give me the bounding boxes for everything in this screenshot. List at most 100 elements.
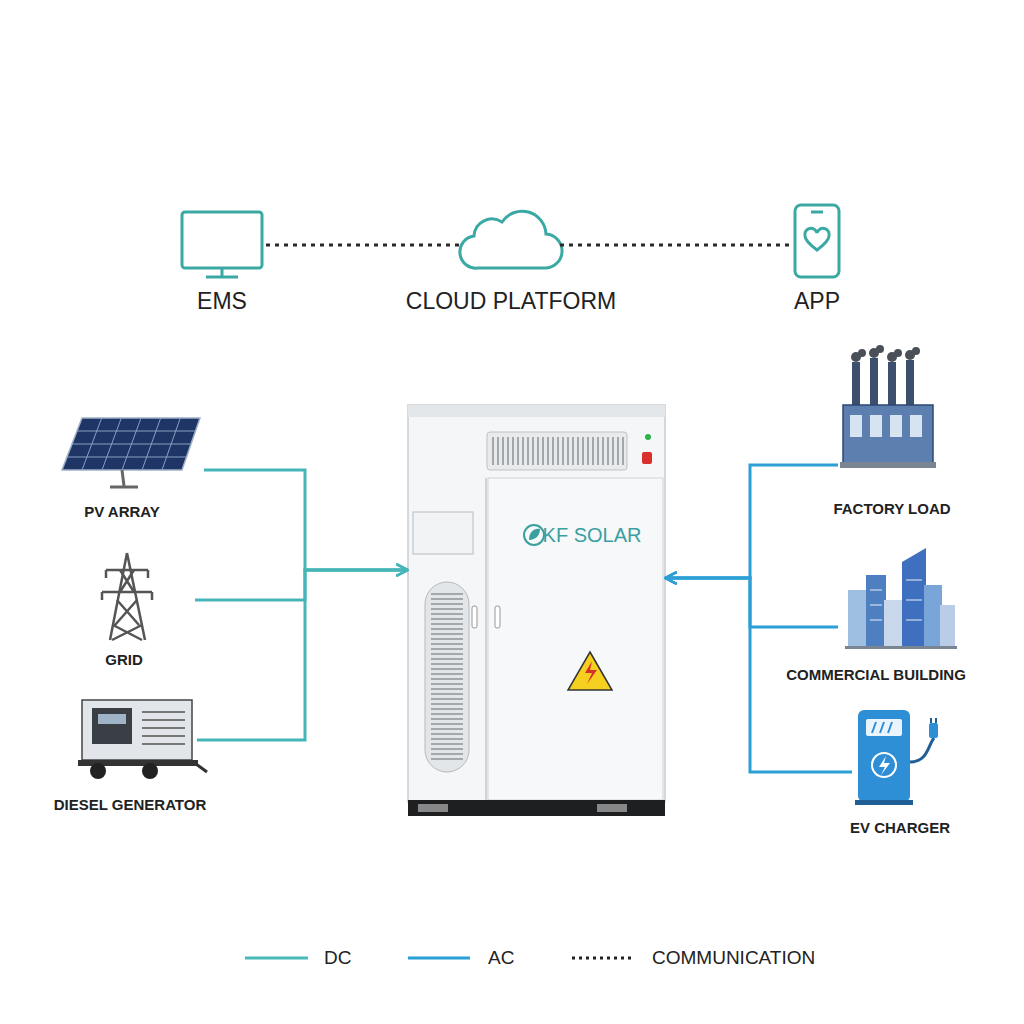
commercial-building-icon-part [884, 600, 902, 648]
battery-cabinet-part [568, 652, 612, 690]
battery-cabinet [408, 405, 665, 816]
node-label: FACTORY LOAD [833, 500, 950, 517]
battery-cabinet-part-part [431, 723, 463, 725]
communication-link [266, 244, 462, 247]
factory-icon-part [870, 358, 878, 407]
factory-icon-part [840, 462, 936, 468]
dc-power-line [204, 470, 408, 570]
battery-cabinet-part [408, 800, 665, 816]
diesel-generator-icon-part [142, 712, 185, 744]
node-label: EV CHARGER [850, 819, 950, 836]
diesel-generator-icon-part [196, 764, 207, 772]
battery-cabinet-part-part [577, 437, 579, 465]
battery-cabinet-part [597, 804, 627, 812]
transmission-tower-icon-part [102, 570, 152, 600]
transmission-tower-icon-part [110, 553, 145, 640]
battery-cabinet-part-part [431, 758, 463, 760]
legend-label: DC [324, 947, 351, 969]
ev-charger-icon-part [866, 719, 902, 736]
battery-cabinet-part [431, 594, 463, 759]
battery-cabinet-part-part [431, 748, 463, 750]
dc-power-line [197, 570, 408, 740]
factory-icon-part-part [912, 347, 920, 355]
battery-cabinet-part-part [602, 437, 604, 465]
battery-cabinet-part-part [431, 613, 463, 615]
battery-cabinet-part-part [537, 437, 539, 465]
cloud-icon [460, 211, 562, 268]
battery-cabinet-part-part [431, 628, 463, 630]
battery-cabinet-part-part [547, 437, 549, 465]
pv-panel-icon-part [67, 418, 196, 470]
pv-panel-icon-part-part [162, 418, 180, 470]
monitor-icon-part [206, 276, 238, 279]
battery-cabinet-part-part [431, 638, 463, 640]
battery-cabinet-part [425, 582, 469, 772]
battery-cabinet-part-part [512, 437, 514, 465]
monitor-icon-part [182, 212, 262, 268]
pv-panel-icon-part-part [102, 418, 121, 470]
ac-line-sample [408, 957, 470, 960]
battery-cabinet-part [408, 405, 665, 802]
diesel-generator-icon-part [82, 700, 192, 760]
transmission-tower-icon-part [102, 570, 152, 592]
factory-icon-part [852, 362, 860, 407]
battery-cabinet-part [585, 661, 597, 684]
dc-power-line [195, 570, 408, 600]
pv-panel-icon-part [110, 486, 138, 489]
battery-cabinet-part-part [592, 437, 594, 465]
battery-cabinet-part-part [431, 623, 463, 625]
commercial-building-icon-part [924, 585, 942, 648]
pv-panel-icon-part-part [142, 418, 161, 470]
battery-cabinet-part-part [622, 437, 624, 465]
ev-charger-icon-part [929, 723, 938, 738]
battery-cabinet-part [642, 452, 652, 464]
battery-cabinet-part-part [527, 437, 529, 465]
ev-charger-icon-part [930, 718, 932, 723]
phone-icon-part [811, 211, 823, 214]
cabinet-node: KF SOLAR [408, 405, 665, 817]
battery-cabinet-part [493, 437, 623, 465]
diesel-generator-icon-part-part [142, 719, 185, 721]
battery-cabinet-part-part [497, 437, 499, 465]
icon-node: PV ARRAY [56, 414, 204, 494]
battery-cabinet-part-part [522, 437, 524, 465]
node-label: EMS [197, 288, 247, 314]
node-label: DIESEL GENERATOR [54, 796, 207, 813]
commercial-building-icon-part [870, 580, 922, 620]
battery-cabinet-part-part [532, 437, 534, 465]
dc-line-sample [245, 957, 308, 960]
ev-charger-icon-part-part [880, 722, 884, 733]
factory-icon-part-part [894, 349, 902, 357]
node-label: COMMERCIAL BUILDING [786, 666, 966, 683]
factory-icon-part [851, 345, 920, 362]
commercial-building-icon-part [866, 575, 886, 648]
phone-icon-part [805, 228, 829, 250]
battery-cabinet-part-part [552, 437, 554, 465]
monitor-icon [182, 212, 262, 277]
battery-cabinet-part-part [431, 598, 463, 600]
node-label: GRID [105, 651, 143, 668]
battery-cabinet-part-part [617, 437, 619, 465]
pv-panel-icon-part-part [82, 418, 102, 470]
node-label: APP [794, 288, 840, 314]
battery-cabinet-part-part [431, 618, 463, 620]
icon-node: EMS [178, 208, 266, 280]
monitor-icon-part [221, 268, 224, 276]
battery-cabinet-part-part [431, 703, 463, 705]
diesel-generator-icon-part-part [142, 743, 185, 745]
battery-cabinet-part-part [562, 437, 564, 465]
pv-panel-icon-part [122, 470, 124, 486]
node-label: CLOUD PLATFORM [406, 288, 616, 314]
battery-cabinet-part-part [431, 608, 463, 610]
battery-cabinet-part [529, 529, 540, 540]
diesel-generator-icon-part [98, 714, 126, 724]
battery-cabinet-part-part [492, 437, 494, 465]
transmission-tower-icon [102, 553, 152, 640]
factory-icon-part-part [876, 345, 884, 353]
pv-panel-icon-part [62, 418, 200, 470]
battery-cabinet-part [488, 478, 663, 800]
factory-icon-part-part [910, 415, 922, 437]
commercial-building-icon-part-part [906, 580, 922, 581]
